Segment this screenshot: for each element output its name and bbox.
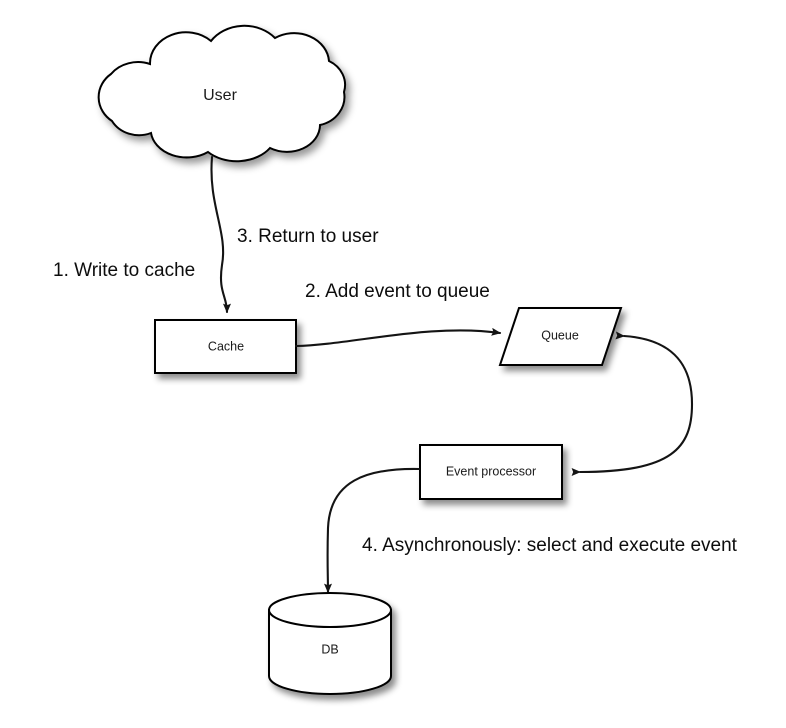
edge-user-to-cache-path [210, 155, 231, 314]
event-processor-shape [419, 444, 563, 500]
node-db[interactable]: DB [268, 592, 392, 695]
node-cache[interactable]: Cache [154, 319, 297, 374]
step-label-4: 4. Asynchronously: select and execute ev… [362, 535, 738, 556]
node-user[interactable]: User [97, 24, 347, 163]
node-event-processor[interactable]: Event processor [419, 444, 563, 500]
step-label-3: 3. Return to user [237, 226, 379, 247]
edge-user-to-cache[interactable] [210, 155, 231, 314]
edge-event-processor-to-db-path [323, 467, 421, 594]
node-cache-label: Cache [208, 339, 244, 353]
db-top-ellipse [268, 592, 392, 628]
edge-queue-event-processor[interactable] [571, 331, 694, 477]
node-event-processor-label: Event processor [446, 464, 536, 478]
node-queue-label: Queue [541, 328, 579, 342]
edge-cache-to-queue-path [294, 327, 502, 348]
node-db-label: DB [321, 642, 338, 656]
step-label-1: 1. Write to cache [53, 260, 195, 281]
edge-event-processor-to-db[interactable] [323, 467, 421, 594]
step-label-2: 2. Add event to queue [305, 281, 490, 302]
node-queue[interactable]: Queue [498, 307, 623, 366]
edge-queue-event-processor-path [571, 331, 694, 477]
cloud-shape [97, 24, 347, 163]
edge-cache-to-queue[interactable] [294, 327, 502, 348]
db-body-shape [268, 609, 392, 695]
node-user-label: User [203, 87, 237, 104]
